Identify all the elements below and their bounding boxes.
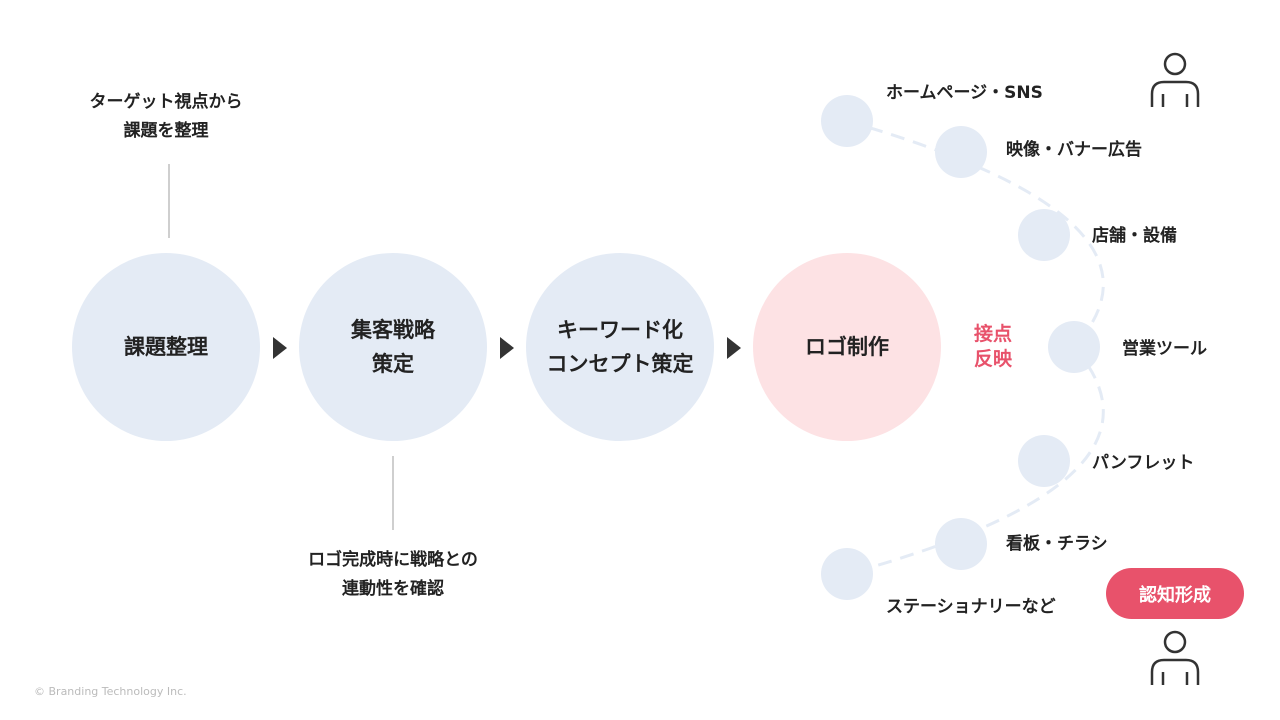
touchpoint-dot [1018, 209, 1070, 261]
touchpoint-dot [935, 518, 987, 570]
touchpoint-label: ステーショナリーなど [886, 597, 1056, 617]
step-strategy: 集客戦略 策定 [299, 253, 487, 441]
touchpoint-dot [1018, 435, 1070, 487]
person-icon [1150, 52, 1200, 107]
step-label: キーワード化 コンセプト策定 [546, 318, 694, 376]
touchpoint-dot [821, 548, 873, 600]
step-issue-organizing: 課題整理 [72, 253, 260, 441]
touchpoint-label: 店舗・設備 [1092, 226, 1177, 246]
touchpoint-dot [1048, 321, 1100, 373]
step-concept: キーワード化 コンセプト策定 [526, 253, 714, 441]
recognition-badge: 認知形成 [1106, 568, 1244, 619]
step-label: ロゴ制作 [805, 335, 889, 359]
note-bottom: ロゴ完成時に戦略との 連動性を確認 [308, 550, 478, 599]
arrow-right-icon [500, 337, 514, 359]
touchpoint-dot [821, 95, 873, 147]
connector-line-top [168, 164, 170, 238]
touchpoint-label: パンフレット [1092, 453, 1195, 473]
touchpoint-label: 営業ツール [1122, 339, 1207, 359]
note-top: ターゲット視点から 課題を整理 [89, 92, 243, 141]
copyright: © Branding Technology Inc. [34, 685, 187, 698]
person-icon [1150, 630, 1200, 685]
touchpoint-label: 映像・バナー広告 [1006, 140, 1142, 160]
step-label: 集客戦略 策定 [351, 318, 435, 376]
touchpoint-dot [935, 126, 987, 178]
touchpoint-label: ホームページ・SNS [886, 83, 1043, 103]
connector-line-bottom [392, 456, 394, 530]
contact-reflection-label: 接点 反映 [973, 323, 1012, 370]
step-label: 課題整理 [124, 335, 208, 359]
arrow-right-icon [727, 337, 741, 359]
step-logo-production: ロゴ制作 [753, 253, 941, 441]
arrow-right-icon [273, 337, 287, 359]
touchpoint-label: 看板・チラシ [1006, 534, 1108, 554]
